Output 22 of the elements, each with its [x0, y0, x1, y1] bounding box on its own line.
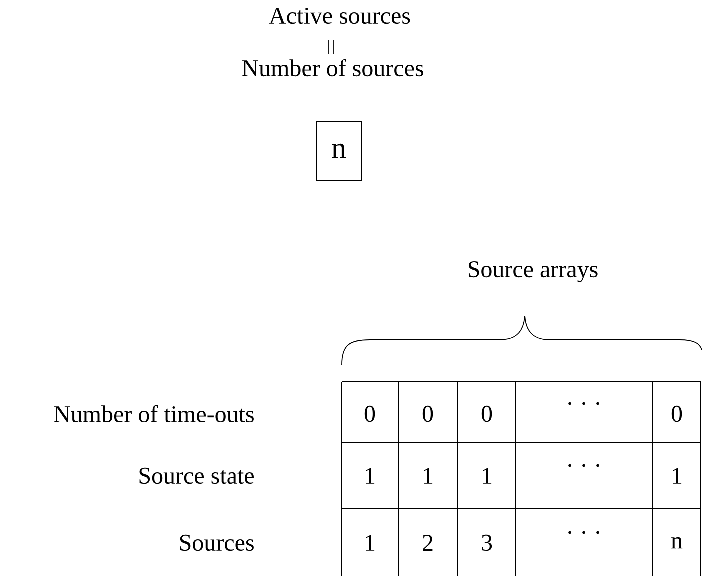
- table-cell: 1: [673, 468, 682, 484]
- heading: Number of sources: [242, 59, 424, 77]
- table-cell: 1: [424, 468, 433, 484]
- table-cell: · · ·: [568, 531, 600, 534]
- table-cell: 1: [366, 468, 375, 484]
- table-cell: 0: [672, 406, 682, 422]
- heading: Active sources: [269, 8, 410, 24]
- table-cell: 0: [364, 406, 376, 422]
- row-label: Number of time-outs: [54, 405, 254, 423]
- table-cell: 0: [422, 406, 434, 422]
- table-cell: n: [672, 537, 683, 549]
- row-label: Sources: [180, 534, 254, 552]
- table-cell: · · ·: [568, 464, 600, 468]
- table-cell: · · ·: [568, 402, 600, 406]
- table-cell: 0: [482, 406, 492, 422]
- table-cell: 2: [423, 535, 433, 551]
- table-cell: 1: [366, 535, 375, 551]
- value-box: n: [316, 121, 362, 181]
- text-label: Source arrays: [468, 261, 598, 283]
- table-cell: 1: [483, 468, 492, 484]
- row-label: Source state: [140, 468, 254, 484]
- table-cell: 3: [482, 534, 492, 552]
